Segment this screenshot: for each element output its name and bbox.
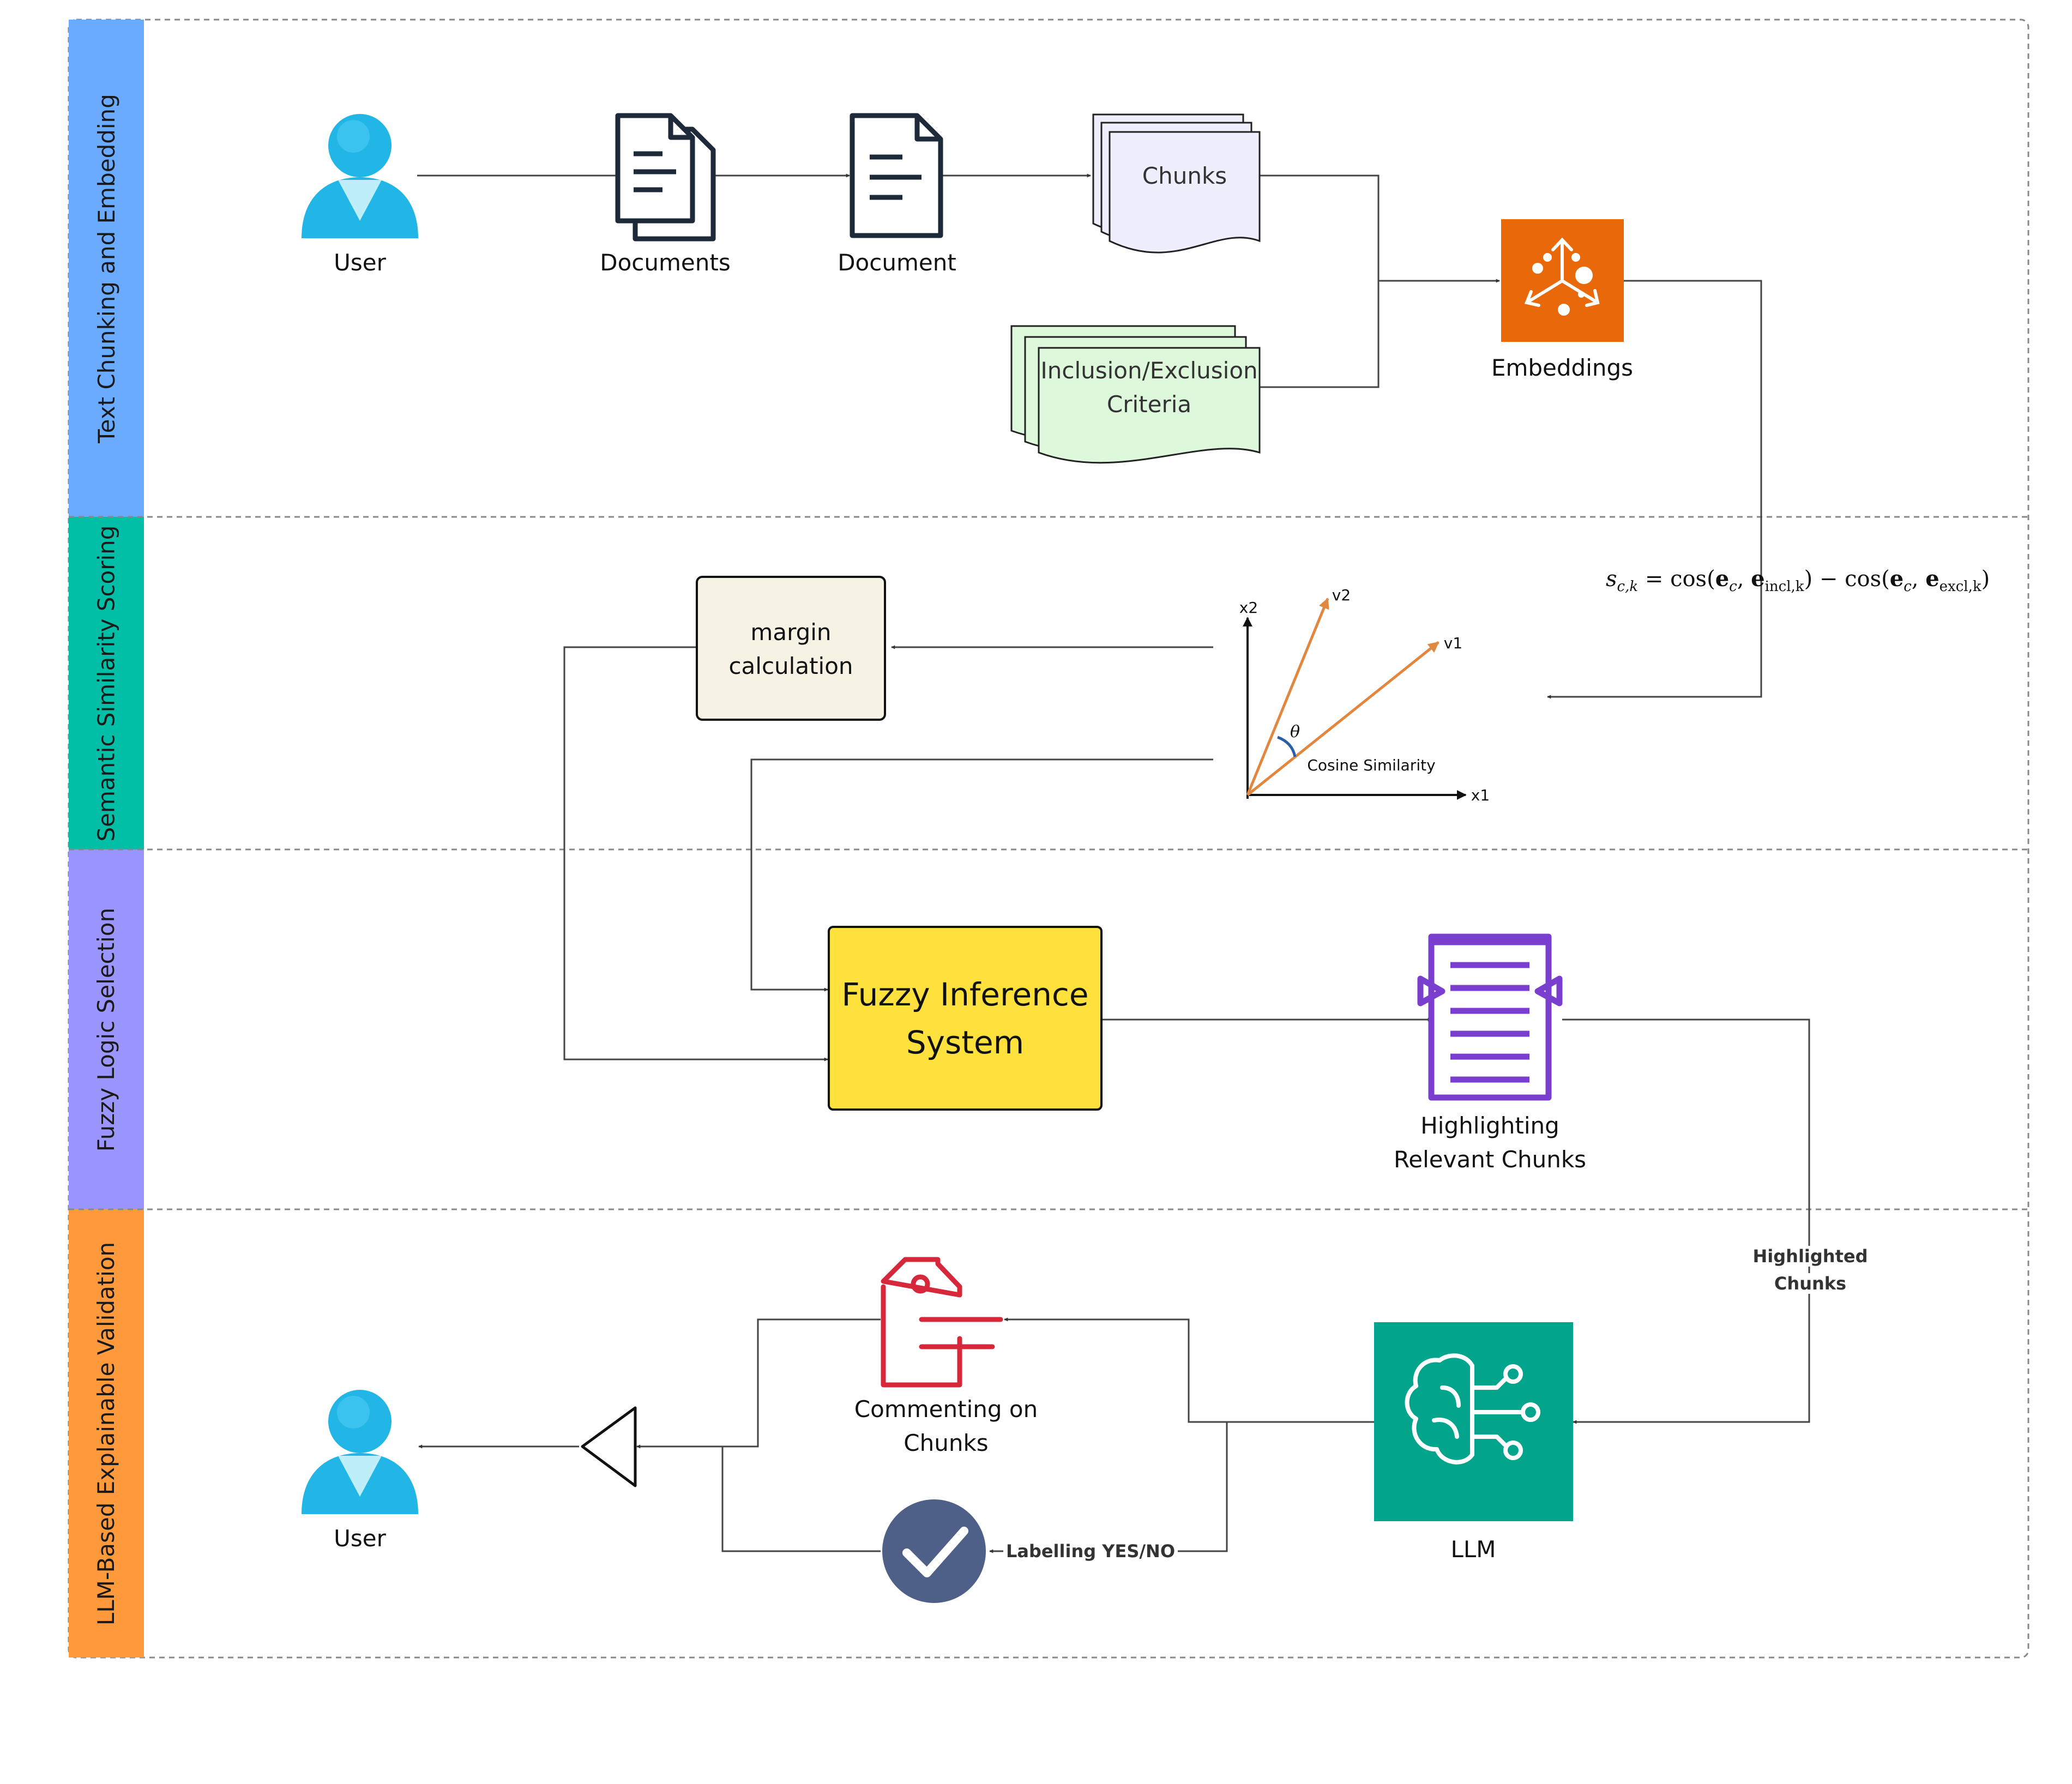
fis-label-line1: Fuzzy Inference [841, 976, 1089, 1013]
similarity-formula: sc,k = cos(ec, eincl,k) − cos(ec, eexcl,… [1606, 566, 1990, 595]
highlighting-icon [1417, 933, 1563, 1101]
vector-v1 [1246, 641, 1439, 796]
lane-label-semantic-similarity: Semantic Similarity Scoring [93, 525, 120, 841]
highlighting-label-line2: Relevant Chunks [1393, 1146, 1587, 1173]
plot-x-axis-label: x1 [1471, 786, 1490, 804]
theta-arc [1277, 736, 1297, 757]
tag-icon [881, 1257, 1003, 1388]
lane-bar-2 [69, 517, 144, 849]
fuzzy-inference-system-box [828, 926, 1103, 1111]
labelling-edge-label: Labelling YES/NO [1003, 1541, 1178, 1562]
edge-commenting-merge [636, 1318, 881, 1449]
highlighted-chunks-edge-label-line1: Highlighted [1742, 1246, 1878, 1267]
plot-y-axis-label: x2 [1239, 599, 1258, 617]
user-top-label: User [334, 249, 386, 276]
edge-embeddings-similarity [1547, 280, 1762, 699]
user-icon [302, 114, 418, 238]
highlighted-chunks-edge-label-line2: Chunks [1742, 1273, 1878, 1294]
edge-criteria-embeddings [1257, 281, 1380, 388]
cosine-similarity-label: Cosine Similarity [1307, 756, 1436, 774]
documents-icon [615, 113, 716, 242]
criteria-label-line1: Inclusion/Exclusion [1040, 357, 1258, 384]
edge-chunks-embeddings [1257, 174, 1500, 283]
lane-label-llm-validation: LLM-Based Explainable Validation [93, 1241, 120, 1625]
edge-llm-commenting [1004, 1317, 1374, 1423]
vector-v1-label: v1 [1443, 634, 1463, 652]
fis-label-line2: System [906, 1024, 1025, 1061]
chunks-shape [1092, 113, 1261, 254]
user-bottom-label: User [334, 1525, 386, 1552]
chunks-label: Chunks [1142, 162, 1227, 189]
documents-label: Documents [600, 249, 731, 276]
embeddings-icon [1501, 219, 1624, 342]
lane-bar-4 [69, 1209, 144, 1658]
highlighting-label-line1: Highlighting [1420, 1112, 1559, 1139]
margin-calculation-box [696, 576, 886, 721]
llm-brain-icon [1374, 1322, 1573, 1521]
document-icon [850, 113, 943, 238]
commenting-label-line2: Chunks [904, 1430, 989, 1456]
vector-v2-label: v2 [1332, 586, 1351, 604]
lane-label-text-chunking: Text Chunking and Embedding [93, 93, 120, 443]
vector-v2 [1246, 598, 1329, 795]
llm-label: LLM [1450, 1536, 1496, 1563]
merge-triangle [581, 1406, 637, 1487]
criteria-shape [1010, 325, 1261, 464]
theta-label: θ [1290, 722, 1300, 742]
lane-bar-3 [69, 849, 144, 1209]
vector-plot [1243, 598, 1467, 800]
lane-bar-1 [69, 20, 144, 517]
edge-margin-fis [563, 646, 828, 1062]
embeddings-label: Embeddings [1491, 354, 1634, 381]
user-icon [302, 1390, 418, 1514]
check-circle-icon [882, 1499, 986, 1603]
edge-highlighting-llm [1562, 1018, 1810, 1424]
lane-label-fuzzy-logic: Fuzzy Logic Selection [93, 907, 120, 1152]
edge-similarity-fis [750, 758, 1213, 992]
margin-label-line2: calculation [728, 653, 853, 679]
edge-labelling-merge [721, 1447, 881, 1552]
commenting-label-line1: Commenting on [854, 1396, 1038, 1423]
document-label: Document [838, 249, 956, 276]
diagram-frame [68, 19, 2029, 1659]
criteria-label-line2: Criteria [1106, 391, 1192, 418]
margin-label-line1: margin [750, 619, 832, 646]
